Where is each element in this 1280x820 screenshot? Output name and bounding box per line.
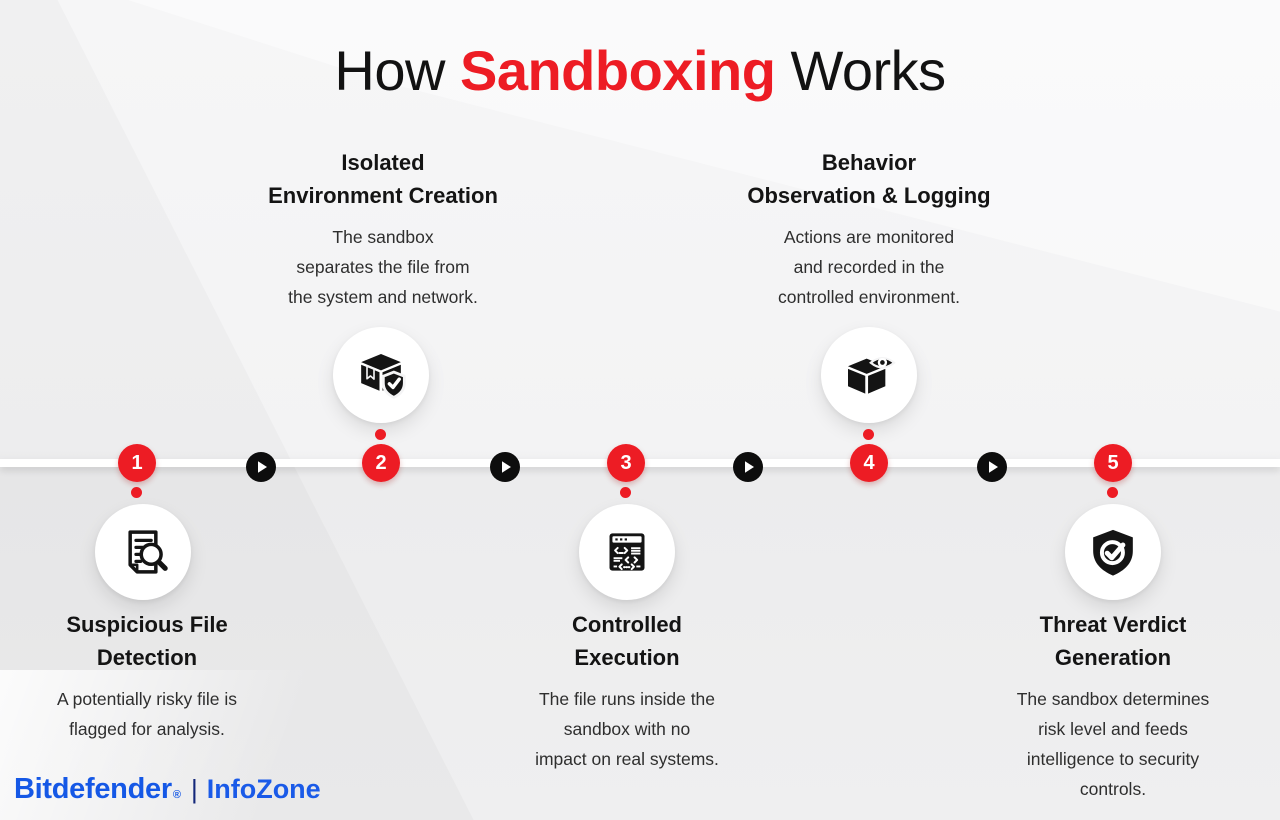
step-4-icon-circle xyxy=(821,327,917,423)
step-desc-line: controls. xyxy=(1079,779,1147,799)
step-4-number-badge: 4 xyxy=(850,444,888,482)
step-3-title: Controlled Execution xyxy=(487,608,767,674)
play-arrow-icon xyxy=(490,452,520,482)
step-1-number-badge: 1 xyxy=(118,444,156,482)
step-desc-line: The file runs inside the xyxy=(538,689,716,709)
step-2-title: Isolated Environment Creation xyxy=(233,146,533,212)
infozone-wordmark: InfoZone xyxy=(206,774,321,804)
background-wedge xyxy=(0,670,430,820)
step-desc-line: separates the file from xyxy=(296,257,470,277)
shield-check-icon xyxy=(1093,529,1133,576)
step-1-description: A potentially risky file is flagged for … xyxy=(7,684,287,744)
step-title-line: Behavior xyxy=(821,150,917,175)
step-title-line: Observation & Logging xyxy=(747,183,991,208)
step-desc-line: The sandbox xyxy=(332,227,434,247)
connector-dot xyxy=(863,429,874,440)
bitdefender-wordmark: Bitdefender xyxy=(14,773,172,805)
step-1-icon-circle xyxy=(95,504,191,600)
package-shield-icon xyxy=(361,354,406,399)
registered-trademark-symbol: ® xyxy=(172,789,181,801)
step-desc-line: flagged for analysis. xyxy=(69,719,225,739)
code-window-icon xyxy=(609,533,645,571)
step-5-number-badge: 5 xyxy=(1094,444,1132,482)
play-arrow-icon xyxy=(733,452,763,482)
step-2-icon-circle xyxy=(333,327,429,423)
step-desc-line: impact on real systems. xyxy=(535,749,719,769)
step-1-title: Suspicious File Detection xyxy=(7,608,287,674)
step-title-line: Controlled xyxy=(572,612,682,637)
connector-dot xyxy=(620,487,631,498)
step-3-icon-circle xyxy=(579,504,675,600)
step-2-text: Isolated Environment Creation The sandbo… xyxy=(233,146,533,312)
step-4-description: Actions are monitored and recorded in th… xyxy=(719,222,1019,312)
step-5-title: Threat Verdict Generation xyxy=(973,608,1253,674)
step-2-number-badge: 2 xyxy=(362,444,400,482)
title-highlight: Sandboxing xyxy=(459,39,776,102)
step-4-title: Behavior Observation & Logging xyxy=(719,146,1019,212)
connector-dot xyxy=(1107,487,1118,498)
step-3-number-badge: 3 xyxy=(607,444,645,482)
package-eye-icon xyxy=(848,347,896,394)
step-title-line: Suspicious File xyxy=(66,612,228,637)
step-desc-line: controlled environment. xyxy=(778,287,960,307)
step-5-icon-circle xyxy=(1065,504,1161,600)
step-5-description: The sandbox determines risk level and fe… xyxy=(973,684,1253,804)
step-2-description: The sandbox separates the file from the … xyxy=(233,222,533,312)
title-suffix: Works xyxy=(775,39,946,102)
step-desc-line: The sandbox determines xyxy=(1016,689,1210,709)
title-prefix: How xyxy=(334,39,460,102)
step-title-line: Threat Verdict xyxy=(1039,612,1187,637)
step-desc-line: Actions are monitored xyxy=(783,227,955,247)
step-3-text: Controlled Execution The file runs insid… xyxy=(487,608,767,774)
step-1-text: Suspicious File Detection A potentially … xyxy=(7,608,287,744)
play-arrow-icon xyxy=(246,452,276,482)
step-5-text: Threat Verdict Generation The sandbox de… xyxy=(973,608,1253,804)
step-desc-line: and recorded in the xyxy=(793,257,945,277)
step-desc-line: risk level and feeds xyxy=(1038,719,1188,739)
brand-separator: | xyxy=(190,774,198,804)
step-desc-line: A potentially risky file is xyxy=(57,689,237,709)
file-search-icon xyxy=(128,530,168,574)
step-title-line: Environment Creation xyxy=(268,183,498,208)
brand-logo: Bitdefender ® | InfoZone xyxy=(14,773,321,806)
step-desc-line: sandbox with no xyxy=(563,719,691,739)
connector-dot xyxy=(131,487,142,498)
connector-dot xyxy=(375,429,386,440)
step-title-line: Execution xyxy=(574,645,680,670)
step-desc-line: intelligence to security xyxy=(1026,749,1200,769)
step-title-line: Generation xyxy=(1054,645,1172,670)
step-desc-line: the system and network. xyxy=(288,287,478,307)
step-4-text: Behavior Observation & Logging Actions a… xyxy=(719,146,1019,312)
step-3-description: The file runs inside the sandbox with no… xyxy=(487,684,767,774)
step-title-line: Detection xyxy=(96,645,198,670)
page-title: How Sandboxing Works xyxy=(0,38,1280,103)
play-arrow-icon xyxy=(977,452,1007,482)
step-title-line: Isolated xyxy=(341,150,425,175)
